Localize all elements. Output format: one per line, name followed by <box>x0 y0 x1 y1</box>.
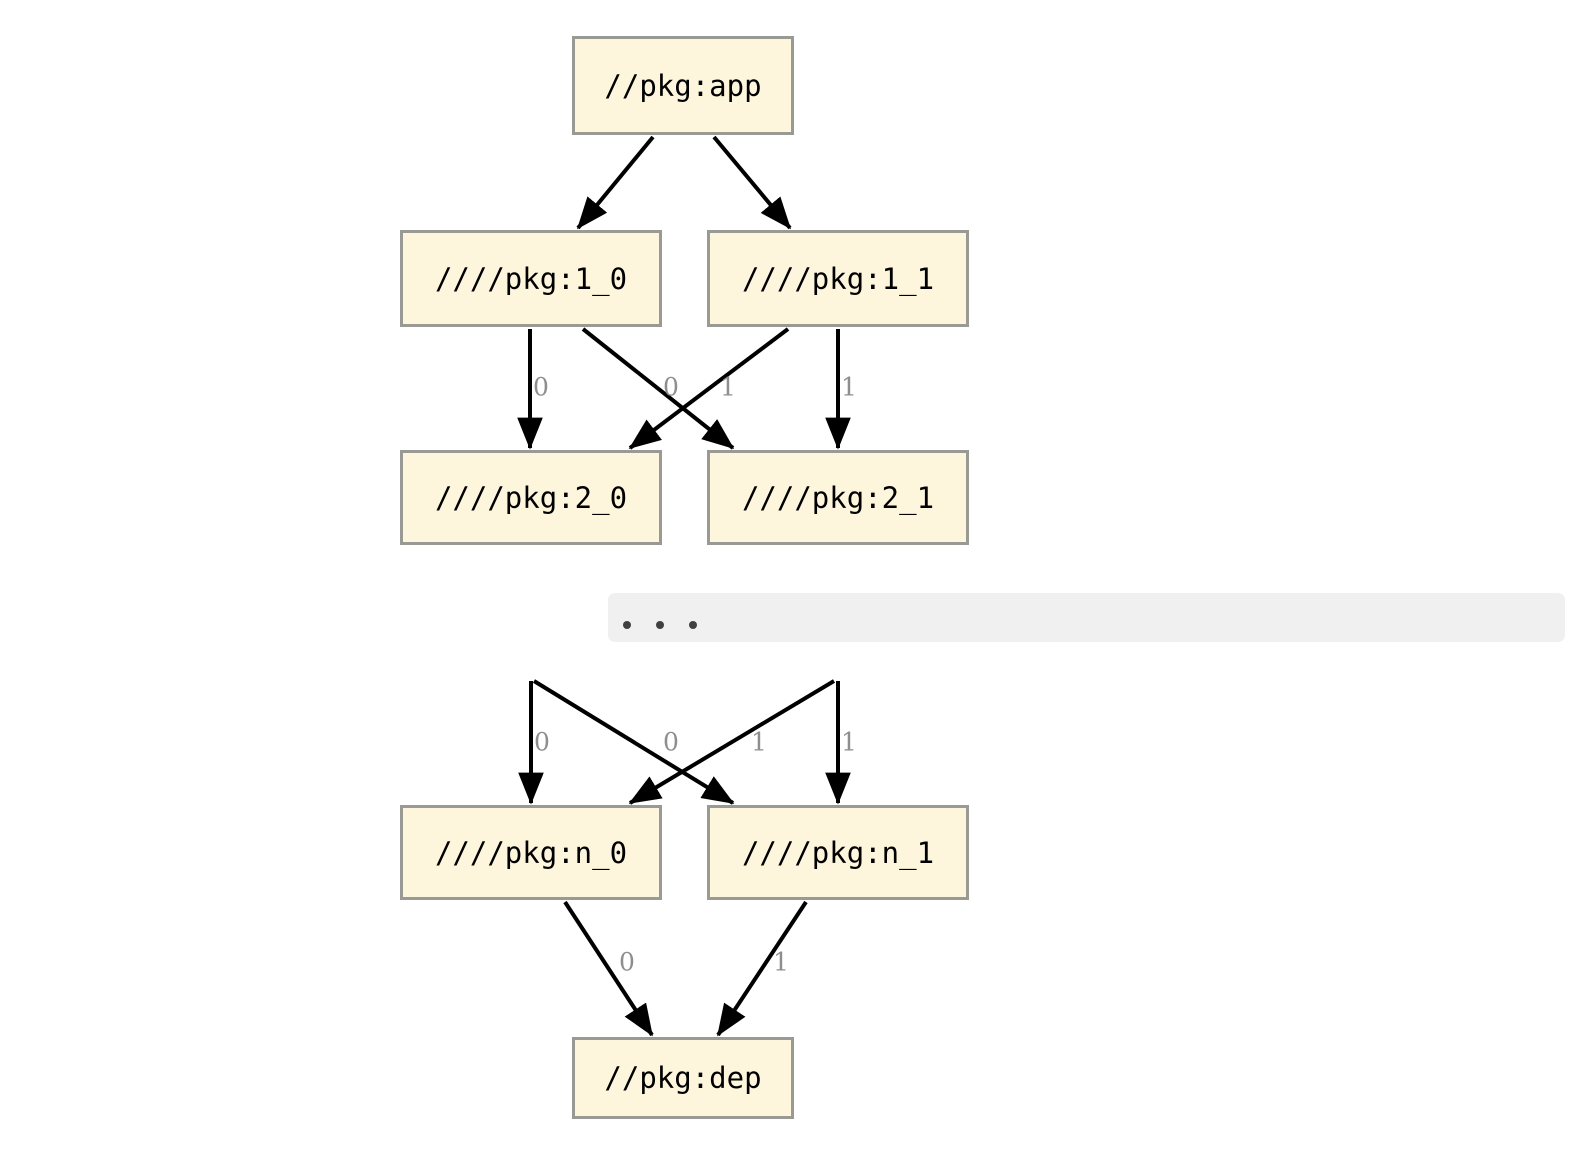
graph-edge-arrow <box>532 679 735 805</box>
graph-edge-arrow <box>581 327 735 450</box>
graph-node-label: ////pkg:1_0 <box>434 261 628 296</box>
graph-edge-arrow <box>628 327 790 450</box>
ellipsis-dot <box>623 621 631 629</box>
graph-edge-arrow <box>576 135 655 230</box>
graph-edge-label: 0 <box>619 947 635 977</box>
graph-node-label: ////pkg:n_1 <box>741 835 935 870</box>
graph-edge-label: 1 <box>751 727 767 757</box>
graph-edge-label: 0 <box>534 727 550 757</box>
graph-edge-label: 0 <box>663 727 679 757</box>
graph-edge-arrow <box>716 900 808 1037</box>
ellipsis-dot <box>656 621 664 629</box>
graph-node-label: ////pkg:2_0 <box>434 480 628 515</box>
graph-edge-label: 0 <box>533 372 549 402</box>
graph-edge-arrow <box>712 135 792 230</box>
graph-edge-label: 0 <box>663 372 679 402</box>
edge-lines <box>517 135 851 1037</box>
graph-node-label: //pkg:dep <box>604 1061 762 1095</box>
graph-node-ln_0[interactable]: ////pkg:n_0 <box>400 805 662 900</box>
ellipsis-separator-band <box>608 593 1565 642</box>
graph-edge-arrow <box>628 679 836 805</box>
graph-node-l1_1[interactable]: ////pkg:1_1 <box>707 230 969 327</box>
graph-node-label: //pkg:app <box>604 68 762 103</box>
graph-node-dep[interactable]: //pkg:dep <box>572 1037 794 1119</box>
graph-node-label: ////pkg:2_1 <box>741 480 935 515</box>
graph-node-l2_0[interactable]: ////pkg:2_0 <box>400 450 662 545</box>
graph-node-label: ////pkg:n_0 <box>434 835 628 870</box>
graph-edge-label: 1 <box>841 372 857 402</box>
graph-node-l2_1[interactable]: ////pkg:2_1 <box>707 450 969 545</box>
graph-node-ln_1[interactable]: ////pkg:n_1 <box>707 805 969 900</box>
ellipsis-dot <box>689 621 697 629</box>
graph-node-label: ////pkg:1_1 <box>741 261 935 296</box>
graph-edge-arrow <box>563 900 654 1037</box>
graph-edge-label: 1 <box>773 947 789 977</box>
graph-edge-label: 1 <box>841 727 857 757</box>
graph-node-l1_0[interactable]: ////pkg:1_0 <box>400 230 662 327</box>
graph-node-app[interactable]: //pkg:app <box>572 36 794 135</box>
graph-edge-label: 1 <box>720 372 736 402</box>
